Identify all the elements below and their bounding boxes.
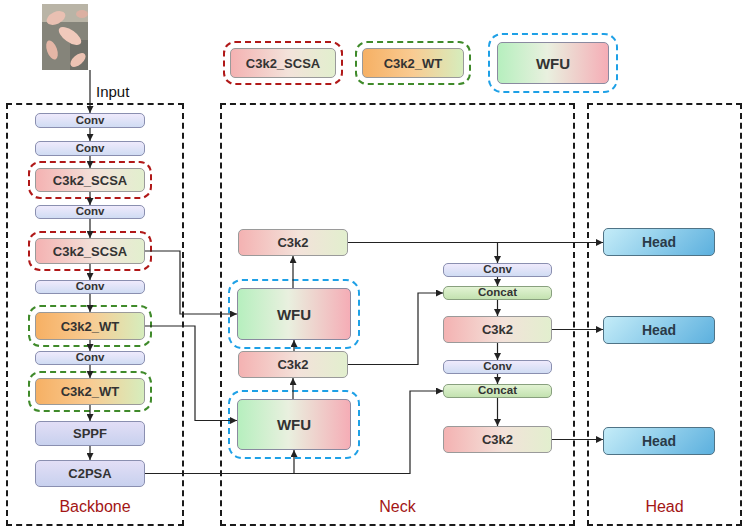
- box-label: Head: [642, 434, 676, 448]
- box-label: C3k2: [482, 323, 513, 336]
- arrow-connector: [552, 329, 603, 330]
- concat-box: Concat: [443, 286, 552, 300]
- arrow-connector: [89, 446, 90, 460]
- conv-box: Conv: [35, 141, 145, 156]
- box-label: Conv: [76, 281, 105, 293]
- box-label: Head: [642, 323, 676, 337]
- arrow-connector: [497, 300, 498, 316]
- box-label: WFU: [277, 417, 311, 432]
- c3k2-box: C3k2: [443, 316, 552, 343]
- box-label: C3k2_SCSA: [246, 57, 320, 70]
- box-label: C3k2_WT: [61, 320, 120, 333]
- arrow-connector: [497, 277, 498, 286]
- arrow-connector: [145, 391, 443, 474]
- stage-title: Backbone: [8, 499, 182, 515]
- arrow-connector: [89, 219, 90, 238]
- box-label: C3k2_WT: [384, 57, 443, 70]
- conv-box: Conv: [443, 360, 552, 374]
- pooling-box: SPPF: [35, 421, 145, 446]
- wavelet-module-box: C3k2_WT: [35, 312, 145, 340]
- arrow-connector: [145, 251, 237, 314]
- c3k2-box: C3k2: [238, 229, 348, 256]
- attention-module-box: C3k2_SCSA: [35, 238, 145, 264]
- arrow-connector: [89, 294, 90, 312]
- wavelet-module-box: C3k2_WT: [35, 378, 145, 405]
- input-photo: [42, 4, 88, 70]
- pen-floor: [42, 4, 88, 70]
- box-label: C3k2: [277, 358, 308, 371]
- arrow-connector: [552, 439, 603, 440]
- box-label: Conv: [76, 206, 105, 218]
- arrow-connector: [89, 340, 90, 351]
- box-label: Conv: [76, 143, 105, 155]
- pig-shape: [56, 24, 84, 49]
- arrow-connector: [292, 256, 293, 288]
- box-label: Concat: [478, 385, 517, 397]
- arrow-connector: [145, 326, 237, 421]
- box-label: C3k2_WT: [61, 385, 120, 398]
- box-label: C3k2_SCSA: [53, 174, 127, 187]
- stage-title: Head: [589, 499, 740, 515]
- head-box: Head: [603, 316, 715, 344]
- conv-box: Conv: [35, 351, 145, 365]
- conv-box: Conv: [443, 263, 552, 277]
- box-label: Concat: [478, 287, 517, 299]
- arrow-connector: [89, 405, 90, 421]
- stage-group: HeadHeadHeadHead: [587, 103, 742, 526]
- box-label: Conv: [483, 264, 512, 276]
- arrow-connector: [293, 340, 294, 351]
- stage-group: BackboneConvConvC3k2_SCSAConvC3k2_SCSACo…: [6, 103, 184, 526]
- pig-shape: [68, 50, 88, 69]
- attention-module-box: C3k2_SCSA: [230, 48, 336, 78]
- conv-box: Conv: [35, 205, 145, 219]
- input-arrow: [89, 70, 90, 113]
- input-label: Input: [96, 84, 129, 99]
- arrow-connector: [497, 374, 498, 384]
- arrow-connector: [497, 398, 498, 426]
- arrow-connector: [348, 243, 498, 264]
- c3k2-box: C3k2: [443, 426, 552, 453]
- fusion-module-box: WFU: [497, 42, 609, 84]
- pig-shape: [76, 10, 88, 18]
- box-label: C3k2: [277, 236, 308, 249]
- conv-box: Conv: [35, 113, 145, 128]
- conv-box: Conv: [35, 280, 145, 294]
- attention-module-box: C3k2_SCSA: [35, 168, 145, 192]
- head-box: Head: [603, 427, 715, 455]
- pooling-box: C2PSA: [35, 460, 145, 487]
- box-label: Conv: [76, 115, 105, 127]
- fusion-module-box: WFU: [237, 288, 351, 340]
- box-label: WFU: [277, 307, 311, 322]
- arrow-connector: [89, 264, 90, 280]
- fusion-module-box: WFU: [237, 399, 351, 450]
- box-label: WFU: [536, 56, 570, 71]
- arrow-connector: [292, 378, 293, 399]
- stage-title: Neck: [222, 499, 573, 515]
- head-box: Head: [603, 228, 715, 256]
- box-label: SPPF: [73, 427, 107, 440]
- arrow-connector: [89, 128, 90, 141]
- box-label: Head: [642, 235, 676, 249]
- pig-shape: [44, 39, 60, 61]
- pig-shape: [44, 8, 67, 27]
- arrow-connector: [89, 156, 90, 168]
- arrow-connector: [497, 343, 498, 360]
- c3k2-box: C3k2: [238, 351, 348, 378]
- box-label: C3k2: [482, 433, 513, 446]
- arrow-connector: [348, 293, 443, 365]
- box-label: Conv: [76, 352, 105, 364]
- wavelet-module-box: C3k2_WT: [362, 48, 464, 78]
- concat-box: Concat: [443, 384, 552, 398]
- arrow-connector: [89, 365, 90, 378]
- box-label: Conv: [483, 361, 512, 373]
- stage-group: NeckC3k2WFUC3k2WFUConvConcatC3k2ConvConc…: [220, 103, 575, 526]
- arrow-connector: [145, 450, 294, 474]
- box-label: C3k2_SCSA: [53, 245, 127, 258]
- arrow-connector: [89, 192, 90, 205]
- arrow-connector: [348, 242, 603, 243]
- box-label: C2PSA: [68, 467, 111, 480]
